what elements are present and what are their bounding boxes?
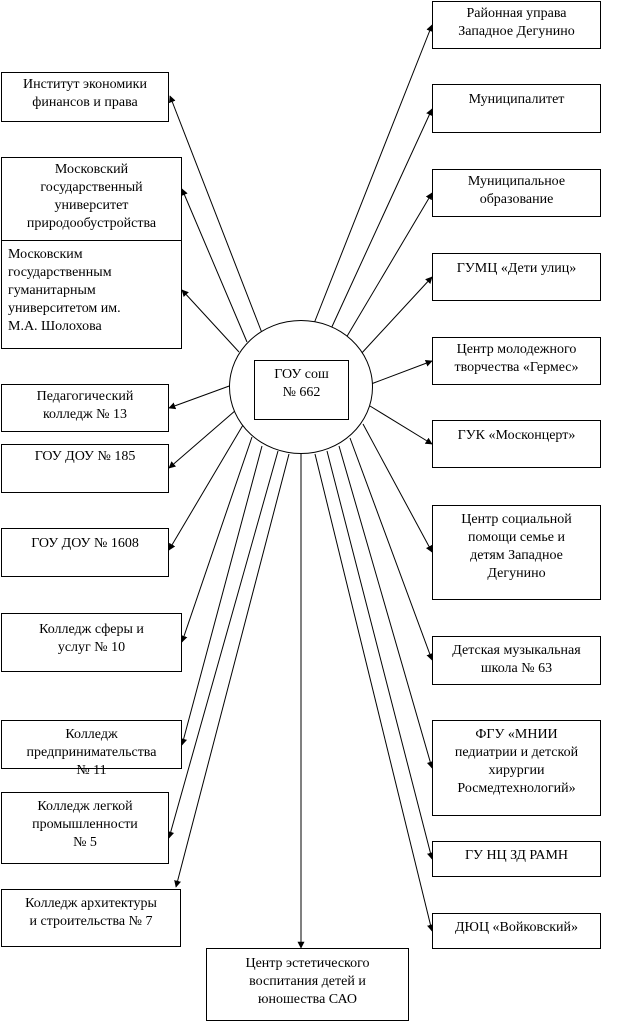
node-kolledzh-uslug-10: Колледж сферы и услуг № 10 — [1, 613, 182, 672]
node-kolledzh-arh-7: Колледж архитектуры и строительства № 7 — [1, 889, 181, 947]
arrow-to-kolledzh-prom-5 — [167, 450, 279, 839]
node-mnii: ФГУ «МНИИ педиатрии и детской хирургии Р… — [432, 720, 601, 816]
node-dyuc: ДЮЦ «Войковский» — [432, 913, 601, 949]
arrow-to-mggu — [181, 289, 240, 353]
arrow-to-municipalitet — [329, 108, 433, 332]
node-kolledzh-prom-5: Колледж легкой промышленности № 5 — [1, 792, 169, 864]
node-dou-185: ГОУ ДОУ № 185 — [1, 444, 169, 493]
node-dou-1608: ГОУ ДОУ № 1608 — [1, 528, 169, 577]
arrow-to-kolledzh-arh-7 — [174, 453, 290, 888]
node-germes: Центр молодежного творчества «Гермес» — [432, 337, 601, 385]
node-ped-kolledzh-13: Педагогический колледж № 13 — [1, 384, 169, 432]
node-institut-ekonomiki: Институт экономики финансов и права — [1, 72, 169, 122]
arrow-to-germes — [370, 359, 433, 385]
arrow-to-gu-nc — [326, 450, 434, 860]
arrow-to-mnii — [338, 445, 434, 769]
arrow-to-kolledzh-uslug-10 — [180, 436, 253, 643]
arrow-to-institut-ekonomiki — [169, 95, 263, 334]
node-soc-pomosh: Центр социальной помощи семье и детям За… — [432, 505, 601, 600]
arrow-to-dou-185 — [168, 409, 237, 469]
arrow-to-soc-pomosh — [362, 423, 433, 553]
arrow-to-mun-obrazovanie — [345, 192, 433, 339]
node-mun-obrazovanie: Муниципальное образование — [432, 169, 601, 217]
node-muz-shkola-63: Детская музыкальная школа № 63 — [432, 636, 601, 685]
node-moskoncert: ГУК «Москонцерт» — [432, 420, 601, 468]
node-gumc: ГУМЦ «Дети улиц» — [432, 253, 601, 301]
arrow-to-kolledzh-predprin-11 — [180, 445, 263, 746]
arrow-to-dyuc — [314, 453, 434, 932]
node-uprava: Районная управа Западное Дегунино — [432, 1, 601, 49]
arrow-to-uprava — [312, 24, 433, 327]
node-kolledzh-predprin-11: Колледж предпринимательства № 11 — [1, 720, 182, 778]
arrow-to-ped-kolledzh-13 — [168, 384, 233, 410]
node-mgup: Московский государственный университет п… — [1, 157, 182, 241]
arrow-to-muz-shkola-63 — [349, 437, 434, 661]
arrow-to-moskoncert — [369, 405, 433, 445]
node-gu-nc: ГУ НЦ ЗД РАМН — [432, 841, 601, 877]
node-mggu: Московским государственным гуманитарным … — [1, 240, 182, 349]
node-estet-centr: Центр эстетического воспитания детей и ю… — [206, 948, 409, 1021]
arrow-to-gumc — [359, 276, 433, 356]
node-municipalitet: Муниципалитет — [432, 84, 601, 133]
center-node: ГОУ сош № 662 — [254, 360, 349, 420]
arrow-to-dou-1608 — [168, 424, 244, 551]
arrow-to-mgup — [181, 188, 248, 343]
